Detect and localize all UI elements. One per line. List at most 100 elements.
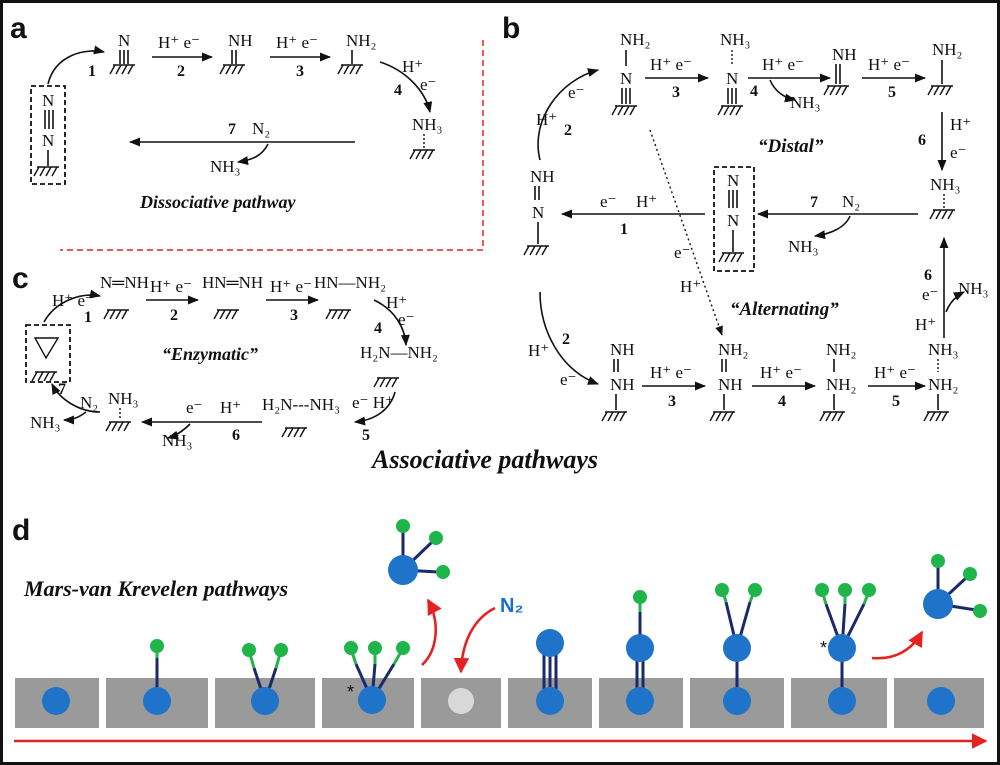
a-species-nh: NH [228, 31, 253, 50]
mvk-site-8-h2 [748, 583, 762, 597]
b-d-step-4: 4 [750, 83, 758, 100]
b-diag-h: H⁺ [680, 277, 701, 296]
c-step-7: 7 [58, 381, 66, 398]
mvk-site-3-h1 [242, 643, 256, 657]
b-a-reagent-4: H⁺ e⁻ [760, 363, 802, 382]
b-d-step-6: 6 [918, 132, 926, 149]
b-atom-n1: N [620, 69, 632, 88]
mvk-site-6-n-bottom [536, 687, 564, 715]
mvk-site-9-n-top [828, 634, 856, 662]
b-a-s3-nh2-bottom: NH₂ [826, 375, 856, 394]
c-reagent-1: H⁺ e⁻ [52, 291, 94, 310]
c-species-6: NH₃ [108, 389, 139, 408]
b-d-step-3: 3 [672, 84, 680, 101]
mvk-nh3-out-1-h1 [396, 519, 410, 533]
b-a-step-3: 3 [668, 393, 676, 410]
b-species-nnh-n: N [532, 203, 544, 222]
mvk-site-2-h [150, 639, 164, 653]
b-a-step-2: 2 [562, 331, 570, 348]
b-a-reagent-5: H⁺ e⁻ [874, 363, 916, 382]
mvk-star-2: * [820, 638, 827, 658]
mvk-nh3-out-2-n [923, 589, 953, 619]
b-a-reagent-6-e: e⁻ [922, 285, 939, 304]
mvk-site-8-n-bottom [723, 687, 751, 715]
c-reagent-2: H⁺ e⁻ [150, 277, 192, 296]
a-species-nh3: NH₃ [412, 115, 443, 134]
b-species-nh: NH [832, 45, 857, 64]
mvk-n2-label: N₂ [500, 595, 523, 617]
b-d-reagent-4: H⁺ e⁻ [762, 55, 804, 74]
mvk-site-3-n [251, 687, 279, 715]
c-n2-box [25, 324, 71, 383]
b-a-reagent-2-h: H⁺ [528, 341, 549, 360]
a-species-nh2: NH₂ [346, 31, 376, 50]
a-reagent-4-e: e⁻ [420, 75, 437, 94]
mvk-site-1-n [42, 687, 70, 715]
panel-c: H⁺ e⁻ 1 N═NH H⁺ e⁻ 2 HN═NH H⁺ e⁻ 3 HN—NH… [25, 273, 438, 450]
panel-label-a: a [10, 12, 27, 45]
a-step-3: 3 [296, 63, 304, 80]
mvk-nh3-out-2-h2 [963, 567, 977, 581]
b-d-reagent-6-e: e⁻ [950, 143, 967, 162]
panel-label-c: c [12, 262, 29, 295]
b-d-step-7: 7 [810, 194, 818, 211]
mvk-nh3-out-1-h3 [436, 565, 450, 579]
c-reagent-4-e: e⁻ [398, 310, 415, 329]
mvk-site-7-n-bottom [626, 687, 654, 715]
c-step-6: 6 [232, 427, 240, 444]
a-reagent-7-nh3: NH₃ [210, 157, 241, 176]
c-reagent-3: H⁺ e⁻ [270, 277, 312, 296]
c-reagent-4-h: H⁺ [386, 293, 407, 312]
mvk-site-4-h2 [368, 641, 382, 655]
b-species-nnh-nh: NH [530, 167, 555, 186]
a-step-1: 1 [88, 63, 96, 80]
c-step-2: 2 [170, 307, 178, 324]
mvk-site-8-h1 [715, 583, 729, 597]
c-species-4: H₂N—NH₂ [360, 343, 438, 362]
mvk-site-7-h [633, 590, 647, 604]
c-n2: N₂ [80, 393, 98, 412]
distal-title: “Distal” [758, 136, 824, 157]
b-d-step-2: 2 [564, 122, 572, 139]
b-a-s4-nh3: NH₃ [928, 340, 959, 359]
mvk-site-10-n [927, 687, 955, 715]
panel-label-b: b [502, 12, 520, 45]
b-a-s1-nh-top: NH [610, 340, 635, 359]
c-nh3-out: NH₃ [30, 413, 61, 432]
mvk-site-9-h2 [838, 583, 852, 597]
panel-d: Mars-van Krevelen pathways [14, 519, 988, 749]
mvk-vacancy [448, 688, 474, 714]
n2-bottom-atom: N [42, 131, 54, 150]
c-species-5: H₂N‑‑‑NH₃ [262, 395, 340, 414]
b-a-s4-nh2: NH₂ [928, 375, 958, 394]
enzymatic-title: “Enzymatic” [162, 344, 258, 364]
b-box-n-top: N [727, 171, 739, 190]
c-reagent-6-h: H⁺ [220, 398, 241, 417]
c-species-1: N═NH [100, 273, 149, 292]
mvk-site-9-n-bottom [828, 687, 856, 715]
a-reagent-7-n2: N₂ [252, 119, 270, 138]
b-step1-h: H⁺ [636, 192, 657, 211]
b-a-step-6: 6 [924, 267, 932, 284]
mvk-nh3-out-1-h2 [429, 531, 443, 545]
mvk-site-9-h3 [862, 583, 876, 597]
dissociative-title: Dissociative pathway [139, 192, 296, 212]
b-a-reagent-2-e: e⁻ [560, 370, 577, 389]
mvk-site-7-n-top [626, 634, 654, 662]
b-box-n-bottom: N [727, 211, 739, 230]
b-a-s3-nh2-top: NH₂ [826, 340, 856, 359]
b-species-nnh2: NH₂ [620, 30, 650, 49]
b-a-s2-nh2: NH₂ [718, 340, 748, 359]
b-a-s2-nh: NH [718, 375, 743, 394]
b-step1-e: e⁻ [600, 192, 617, 211]
b-diag-e: e⁻ [674, 243, 691, 262]
alternating-title: “Alternating” [730, 299, 839, 320]
c-nh3-cut: NH₃ [162, 431, 193, 450]
panel-label-d: d [12, 514, 30, 547]
mvk-star-1: * [347, 682, 354, 702]
mvk-site-3-h2 [274, 643, 288, 657]
mvk-site-8-n-top [723, 634, 751, 662]
c-reagent-5: e⁻ H⁺ [352, 393, 394, 412]
